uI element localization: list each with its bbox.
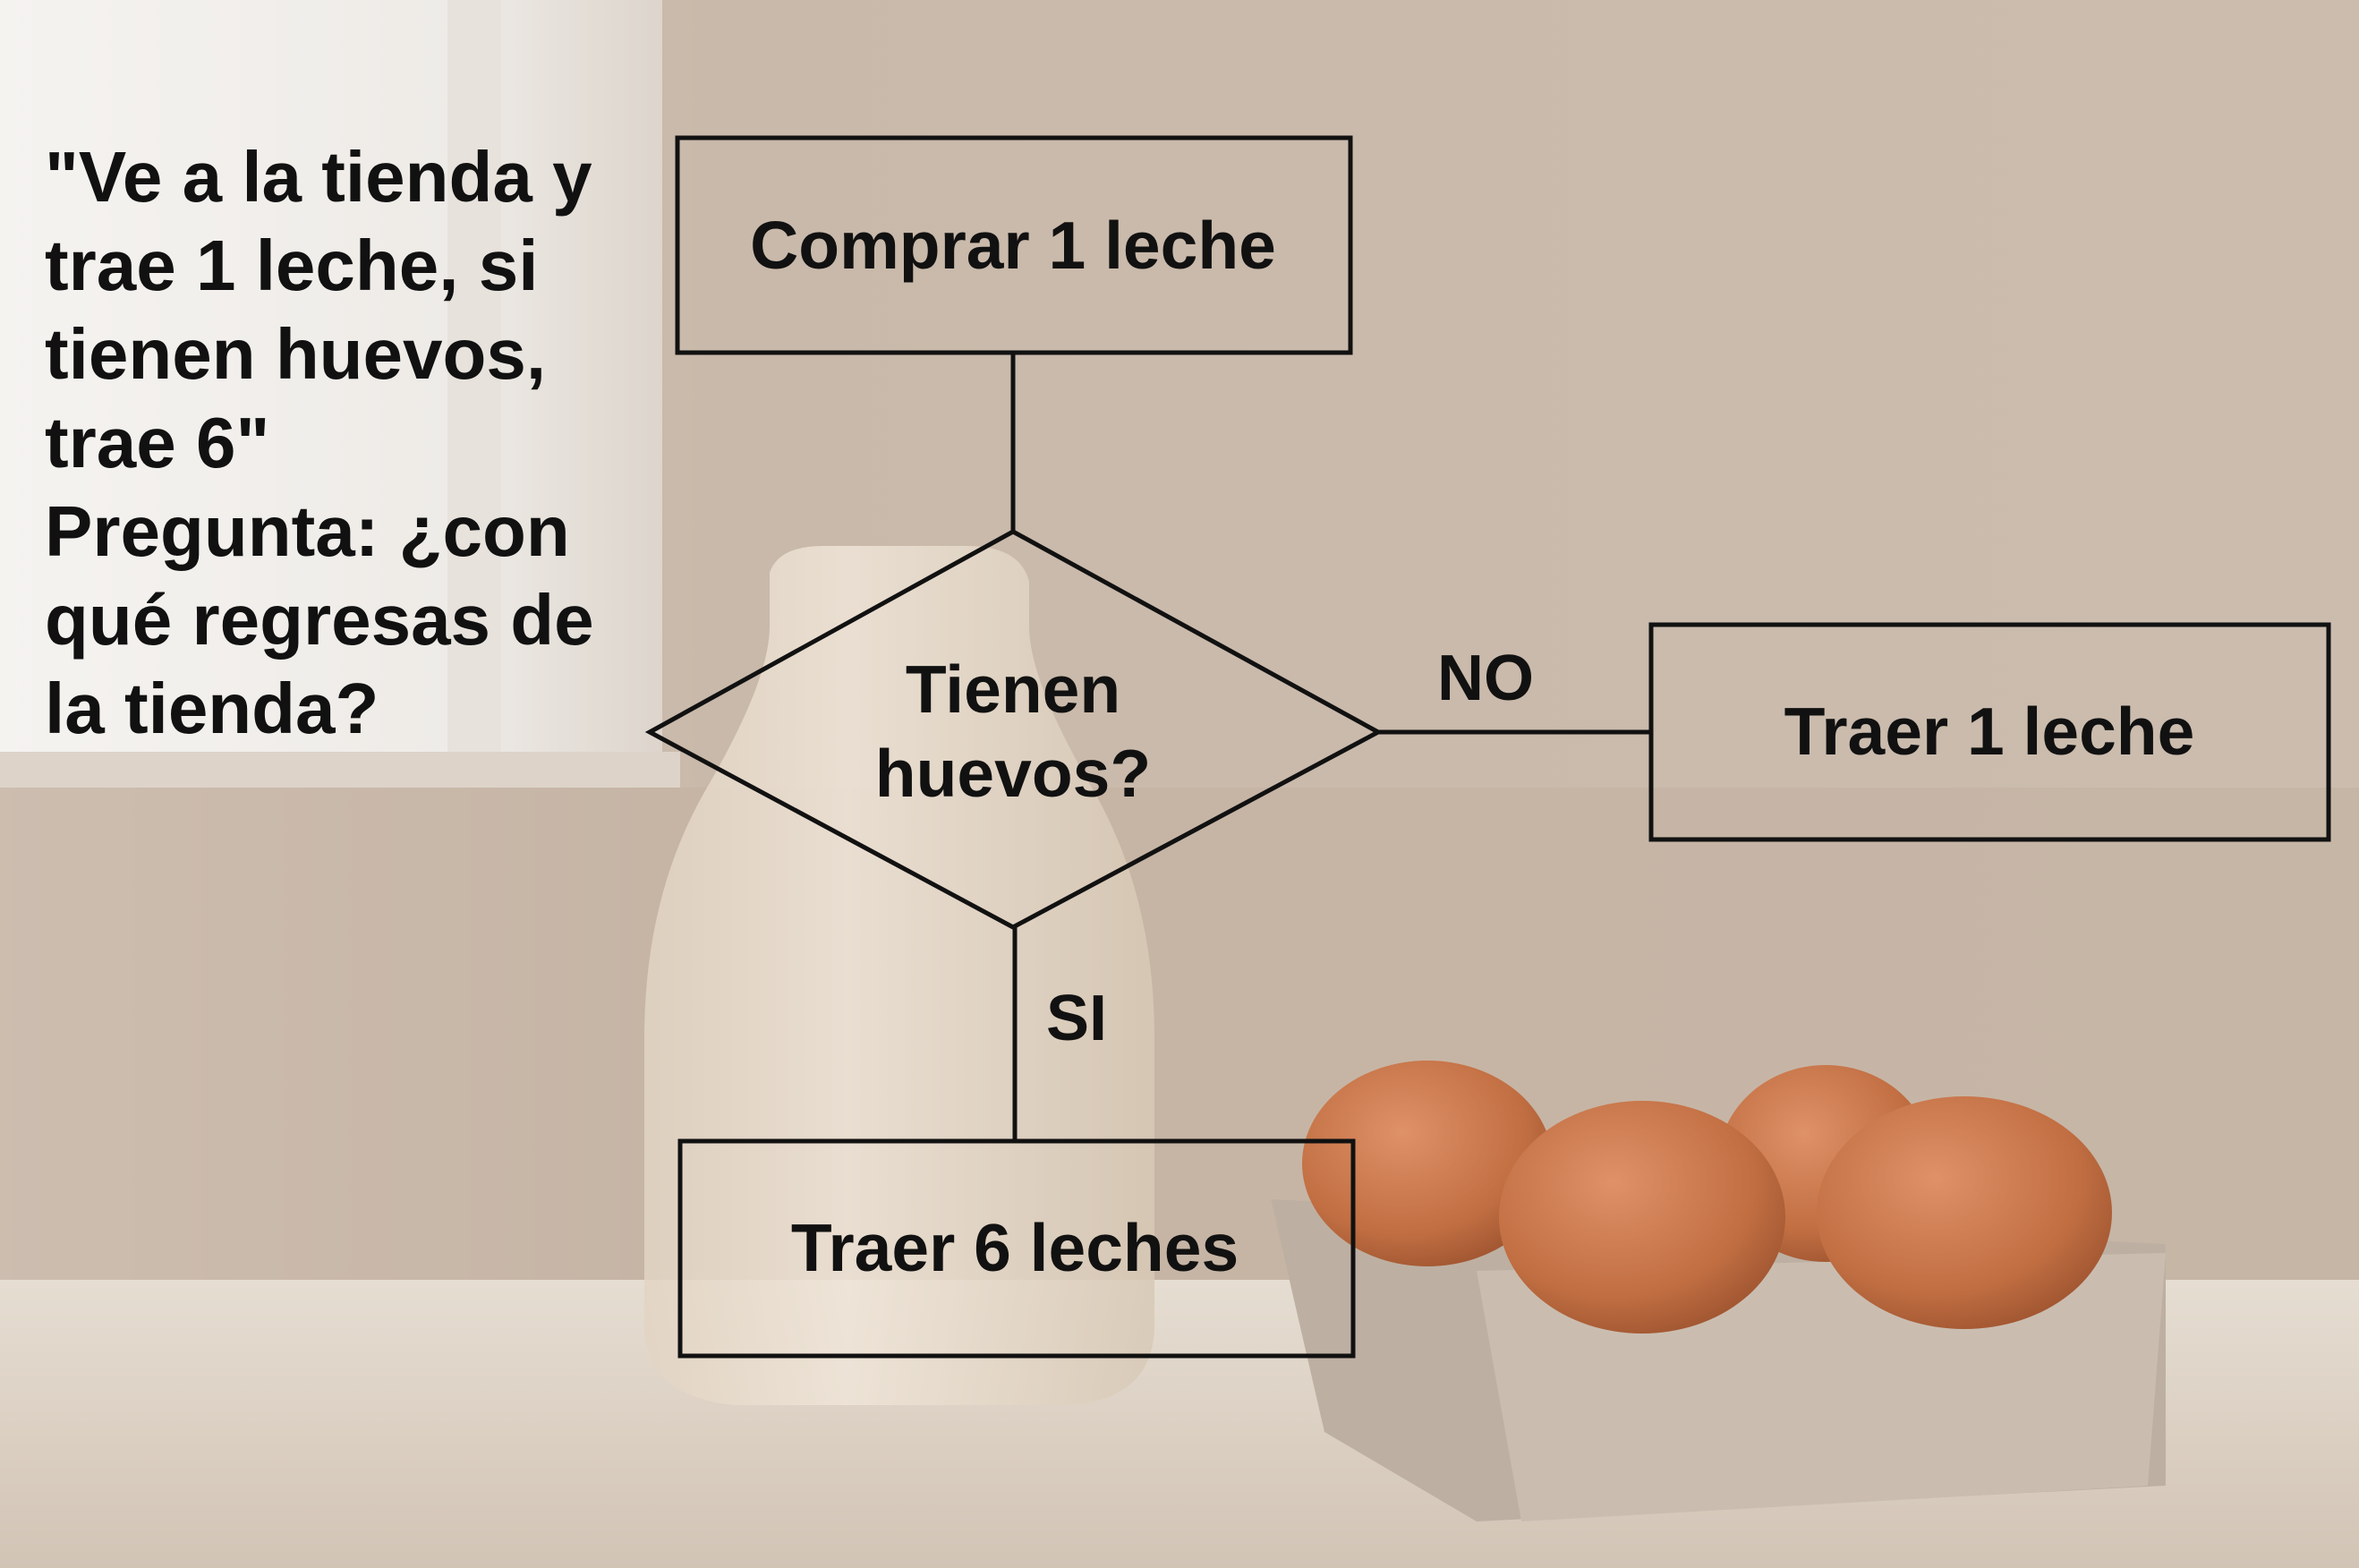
no-node-label: Traer 1 leche	[1784, 694, 2195, 769]
decision-node-diamond	[644, 529, 1384, 930]
yes-node-label: Traer 6 leches	[791, 1210, 1239, 1285]
start-node-label: Comprar 1 leche	[750, 208, 1276, 283]
no-branch-label: NO	[1437, 643, 1534, 714]
prompt-question-line: qué regresas de	[45, 580, 594, 660]
prompt-text: "Ve a la tienda y trae 1 leche, si tiene…	[45, 132, 671, 753]
yes-node-box	[677, 1138, 1356, 1359]
decision-node-label: Tienen	[906, 652, 1120, 727]
prompt-question-line: la tienda?	[45, 669, 379, 748]
prompt-quote-line: "Ve a la tienda y	[45, 137, 592, 217]
prompt-quote-line: trae 1 leche, si	[45, 226, 539, 305]
prompt-quote-line: trae 6"	[45, 403, 270, 482]
prompt-quote-line: tienen huevos,	[45, 314, 547, 394]
prompt-question-line: Pregunta: ¿con	[45, 491, 570, 571]
no-node-box	[1648, 622, 2331, 842]
start-node-box	[675, 135, 1353, 355]
decision-node-label: huevos?	[875, 736, 1151, 811]
yes-branch-label: SI	[1046, 983, 1107, 1054]
